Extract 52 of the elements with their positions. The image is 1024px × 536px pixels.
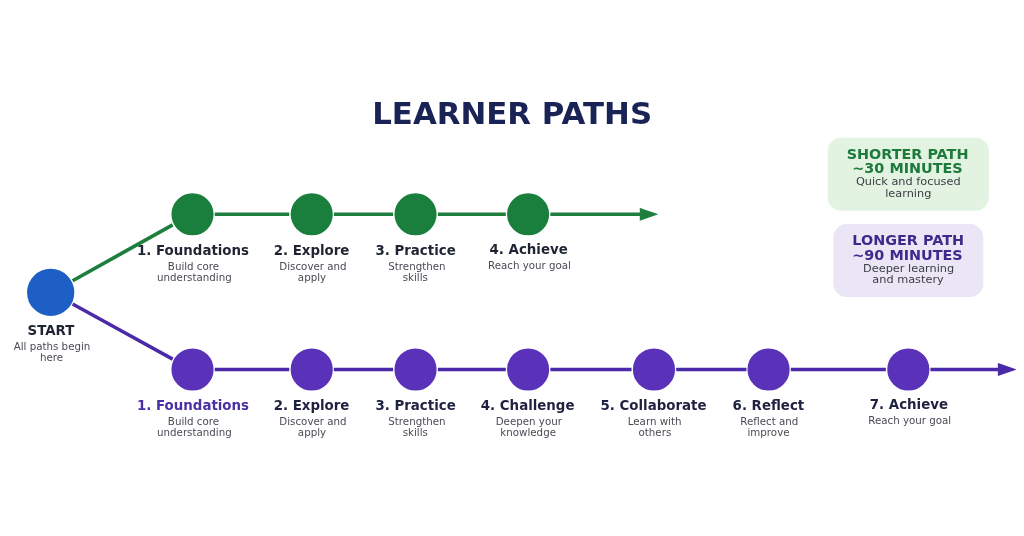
node-label: 3. Practice: [375, 242, 456, 258]
connector: [214, 367, 290, 372]
node-label: Discover and apply: [279, 414, 347, 439]
node-label: 4. Challenge: [480, 397, 575, 413]
node-circle: [504, 191, 552, 238]
node-label: All paths begin here: [13, 339, 91, 364]
connector: [333, 212, 394, 217]
node-label: Deepen your knowledge: [495, 414, 562, 439]
node-label: Reach your goal: [487, 258, 571, 271]
node-box: LONGER PATH ~90 MINUTES Deeper learning and mastery: [833, 224, 984, 298]
node-label: Strengthen skills: [388, 259, 446, 284]
connector: [333, 367, 394, 372]
node-label: 3. Practice: [375, 397, 456, 413]
node-label: Build core understanding: [157, 259, 232, 284]
node-label: 6. Reflect: [732, 397, 805, 413]
connector: [550, 367, 632, 372]
node-circle: [504, 346, 552, 393]
node-circle: [288, 191, 335, 238]
diagram-title: LEARNER PATHS: [372, 94, 653, 131]
node-label: Build core understanding: [157, 414, 232, 439]
connector: [437, 212, 506, 217]
node-label: Strengthen skills: [388, 414, 446, 439]
node-circle: [392, 191, 439, 238]
node-label: Learn with others: [627, 414, 682, 439]
node-label: 2. Explore: [273, 242, 350, 258]
node-label: 4. Achieve: [489, 241, 568, 257]
node-label: 1. Foundations: [137, 397, 250, 413]
arrow: [930, 363, 1016, 376]
node-circle: [288, 346, 335, 393]
node-label: Reach your goal: [868, 413, 952, 426]
node-circle: [169, 191, 216, 238]
node-box: SHORTER PATH ~30 MINUTES Quick and focused learning: [827, 137, 989, 211]
connector: [71, 223, 174, 283]
node-label: START: [27, 322, 75, 338]
node-circle: [392, 346, 439, 393]
node-label: 7. Achieve: [869, 396, 948, 412]
node-label: 5. Collaborate: [600, 397, 707, 413]
connector: [214, 212, 290, 217]
node-label: Discover and apply: [279, 259, 347, 284]
node-circle: [885, 346, 932, 393]
connector: [71, 302, 174, 361]
node-circle: [630, 346, 678, 393]
connector: [790, 367, 886, 372]
node-label: 2. Explore: [273, 397, 350, 413]
connector: [437, 367, 506, 372]
connector: [676, 367, 747, 372]
node-circle: [169, 346, 216, 393]
node-label: Reflect and improve: [740, 414, 799, 439]
node-circle: [25, 266, 77, 319]
node-circle: [745, 346, 792, 393]
node-label: 1. Foundations: [137, 242, 250, 258]
arrow: [550, 207, 659, 221]
